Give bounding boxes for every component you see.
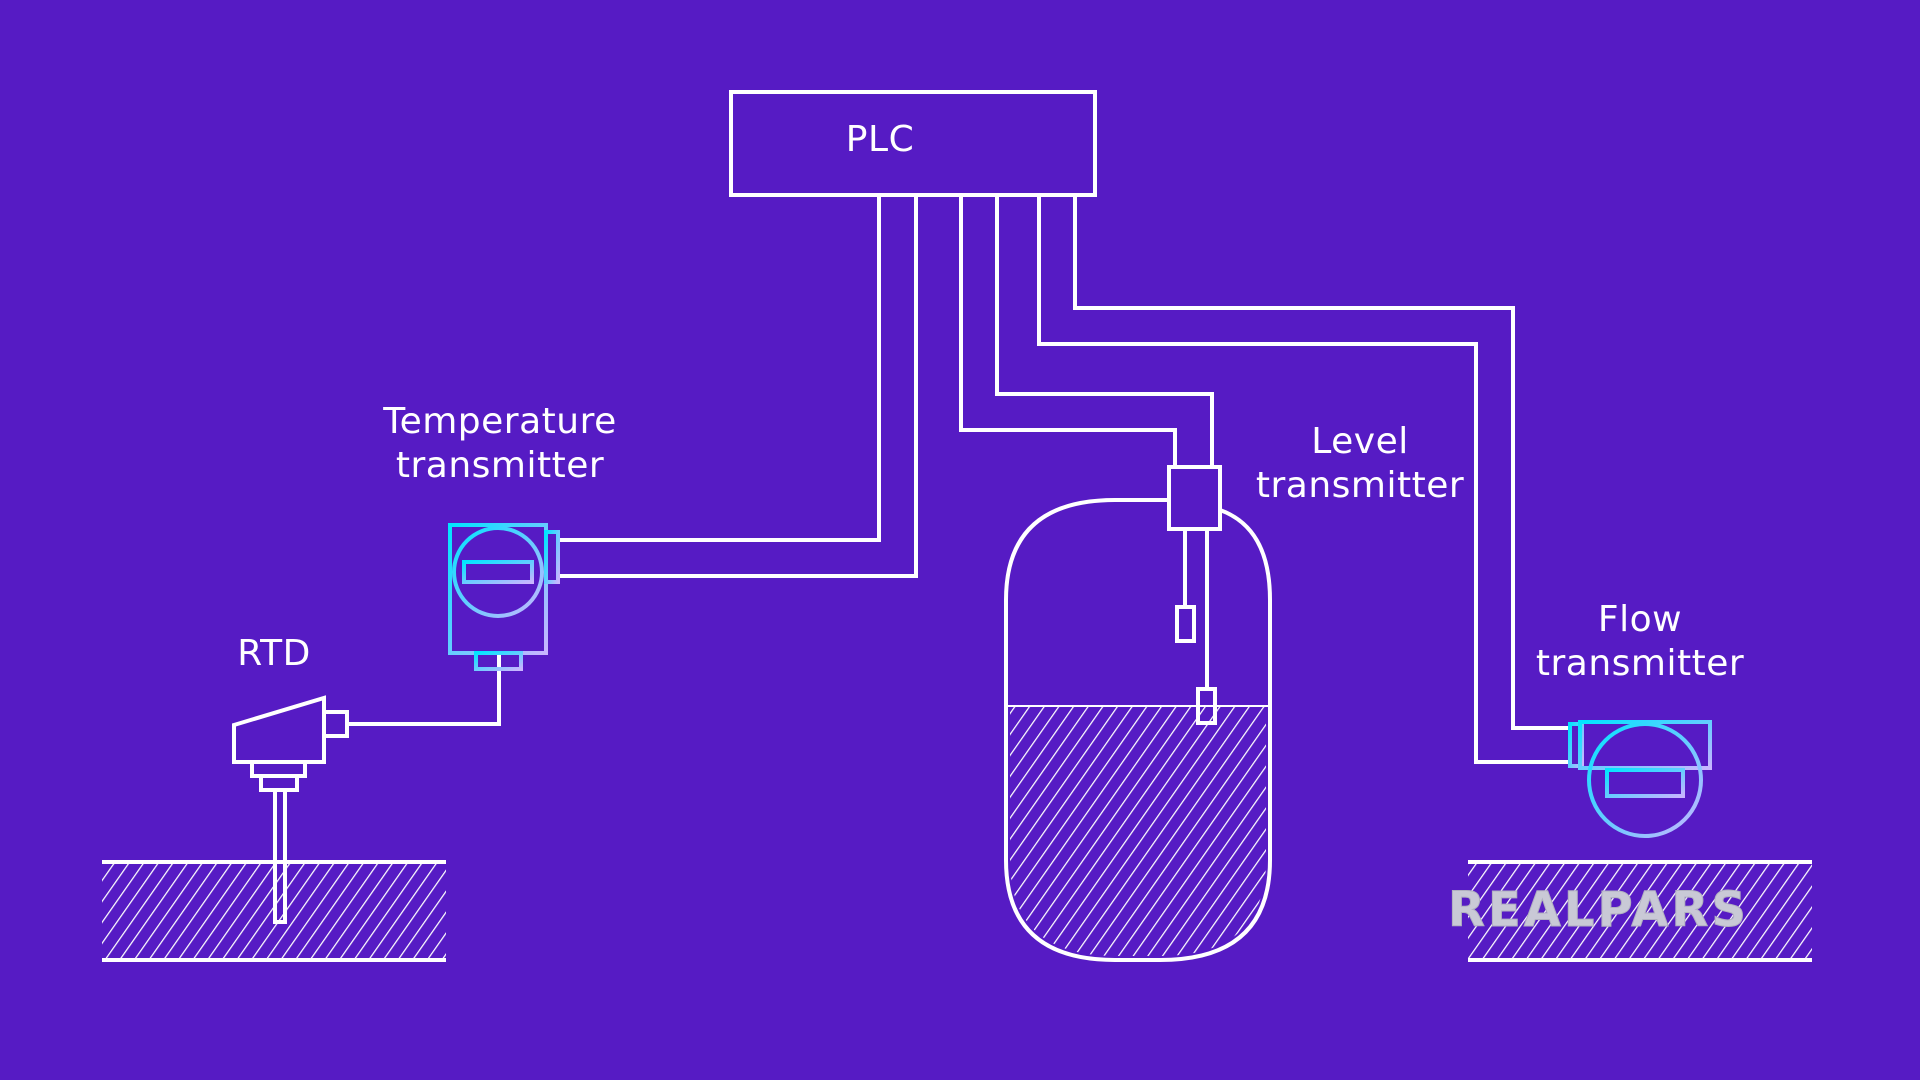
level-transmitter-label: Level transmitter xyxy=(1255,421,1465,506)
wire-rtd xyxy=(347,655,501,726)
plc-label: PLC xyxy=(845,119,915,160)
rtd-neck-1 xyxy=(250,760,307,778)
tank-liquid xyxy=(1010,706,1266,956)
plc-box xyxy=(729,90,1097,197)
wire-flow-2 xyxy=(1073,195,1570,730)
temperature-transmitter xyxy=(448,523,560,671)
realpars-logo: REALPARS xyxy=(1448,882,1749,939)
rtd-neck-2 xyxy=(259,774,299,792)
ground-left xyxy=(102,860,446,962)
wire-temp-2 xyxy=(558,195,918,578)
rtd-head xyxy=(232,695,326,764)
wire-flow-1 xyxy=(1037,195,1570,764)
flow-transmitter-label: Flow transmitter xyxy=(1535,599,1745,684)
rtd-label: RTD xyxy=(237,633,311,674)
wire-level-2 xyxy=(995,195,1214,467)
level-probe-1-tip xyxy=(1175,605,1196,643)
wire-temp-1 xyxy=(558,195,881,542)
level-transmitter-body xyxy=(1167,465,1222,531)
flow-transmitter xyxy=(1568,720,1712,862)
temperature-transmitter-label: Temperature transmitter xyxy=(383,401,617,486)
ground-right xyxy=(1468,860,1812,962)
rtd-connector xyxy=(322,710,349,738)
tank xyxy=(1004,498,1272,962)
wire-level-1 xyxy=(959,195,1177,467)
